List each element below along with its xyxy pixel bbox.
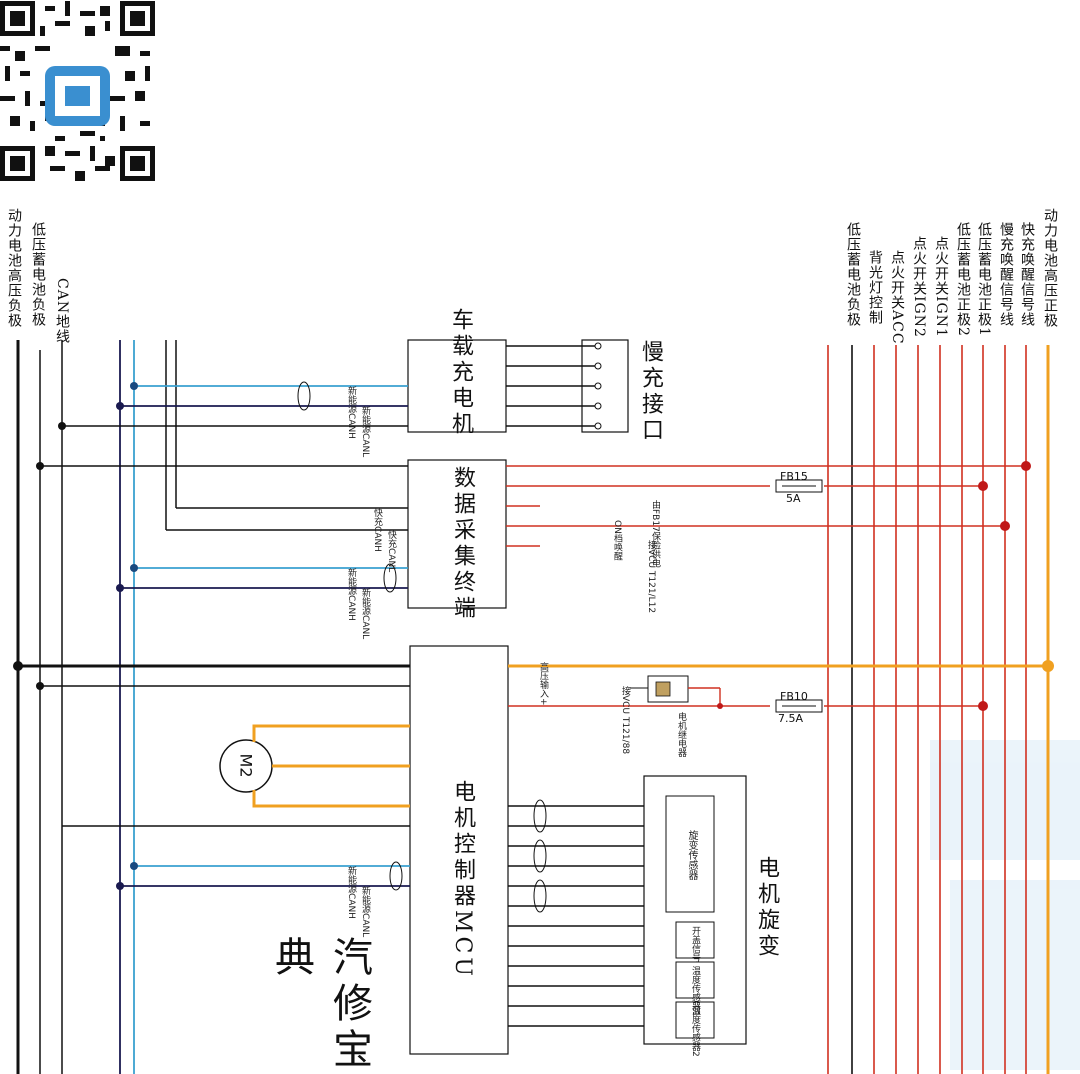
note-can-l-terminal: 新能源CANL [360,588,370,640]
label-backlight: 背光灯控制 [867,250,883,325]
note-can-h-terminal: 新能源CANH [346,568,356,621]
label-lv-negative-right: 低压蓄电池负极 [845,222,861,327]
left-rails [16,340,177,1074]
label-switch-signal: 开盖信号 [690,926,700,962]
note-fast-can-l: 快充CANL [386,530,396,573]
label-fast-wake: 快充唤醒信号线 [1019,222,1035,327]
label-ign1: 点火开关IGN1 [933,236,949,338]
watermark-text: 汽修宝典 [268,936,372,1074]
title-mcu: 电机控制器MCU [450,780,475,980]
label-temp-sensor-1: 温度传感器1 [690,966,700,1017]
motor-m2-label: M2 [236,753,256,778]
label-temp-sensor-2: 温度传感器2 [690,1006,700,1057]
note-can-l-charger: 新能源CANL [360,406,370,458]
note-can-h-charger: 新能源CANH [346,386,356,439]
fuse-fb10-name: FB10 [780,690,808,703]
qr-code-icon [0,1,155,181]
label-lv-negative-left: 低压蓄电池负极 [30,222,46,327]
data-terminal-box [407,459,507,609]
label-acc: 点火开关ACC [889,250,905,345]
label-lv-positive-2: 低压蓄电池正极2 [955,222,971,337]
note-can-l-mcu: 新能源CANL [360,886,370,938]
label-hv-positive: 动力电池高压正极 [1042,208,1058,328]
note-vcu-2: 接VCU T121/88 [620,686,630,755]
slow-charge-wires [506,345,595,427]
onboard-charger-box [407,339,507,433]
temp-sensor-2-box [675,1001,715,1039]
fuse-fb10-rating: 7.5A [778,712,804,725]
fuse-fb15-rating: 5A [786,492,801,505]
note-hv-input: 高压输入+ [538,662,548,706]
note-fb17: 由FB17保险供电 [650,500,660,568]
switch-signal-box [675,921,715,959]
title-data-terminal: 数据采集终端 [450,466,475,622]
temp-sensor-1-box [675,961,715,999]
note-can-h-mcu: 新能源CANH [346,866,356,919]
note-on-wake: ON档唤醒 [612,520,622,561]
fuse-fb15-name: FB15 [780,470,808,483]
resolver-wires [508,805,644,1027]
slow-charge-pins [594,342,602,430]
label-can-ground: CAN地线 [54,278,70,345]
mcu-box [409,645,509,1055]
resolver-sensor-box [665,795,715,913]
title-slow-charge-port: 慢充接口 [638,340,663,444]
title-resolver: 电机旋变 [754,856,779,960]
label-slow-wake: 慢充唤醒信号线 [998,222,1014,327]
label-lv-positive-1: 低压蓄电池正极1 [976,222,992,337]
title-onboard-charger: 车载充电机 [448,308,473,438]
label-hv-negative: 动力电池高压负极 [6,208,22,328]
note-fast-can-h: 快充CANH [372,508,382,552]
note-vcu-1: 接VCU T121/L12 [646,540,656,614]
label-ign2: 点火开关IGN2 [911,236,927,338]
label-resolver-sensor: 旋变传感器 [686,830,697,880]
note-relay: 电机继电器 [676,712,686,757]
